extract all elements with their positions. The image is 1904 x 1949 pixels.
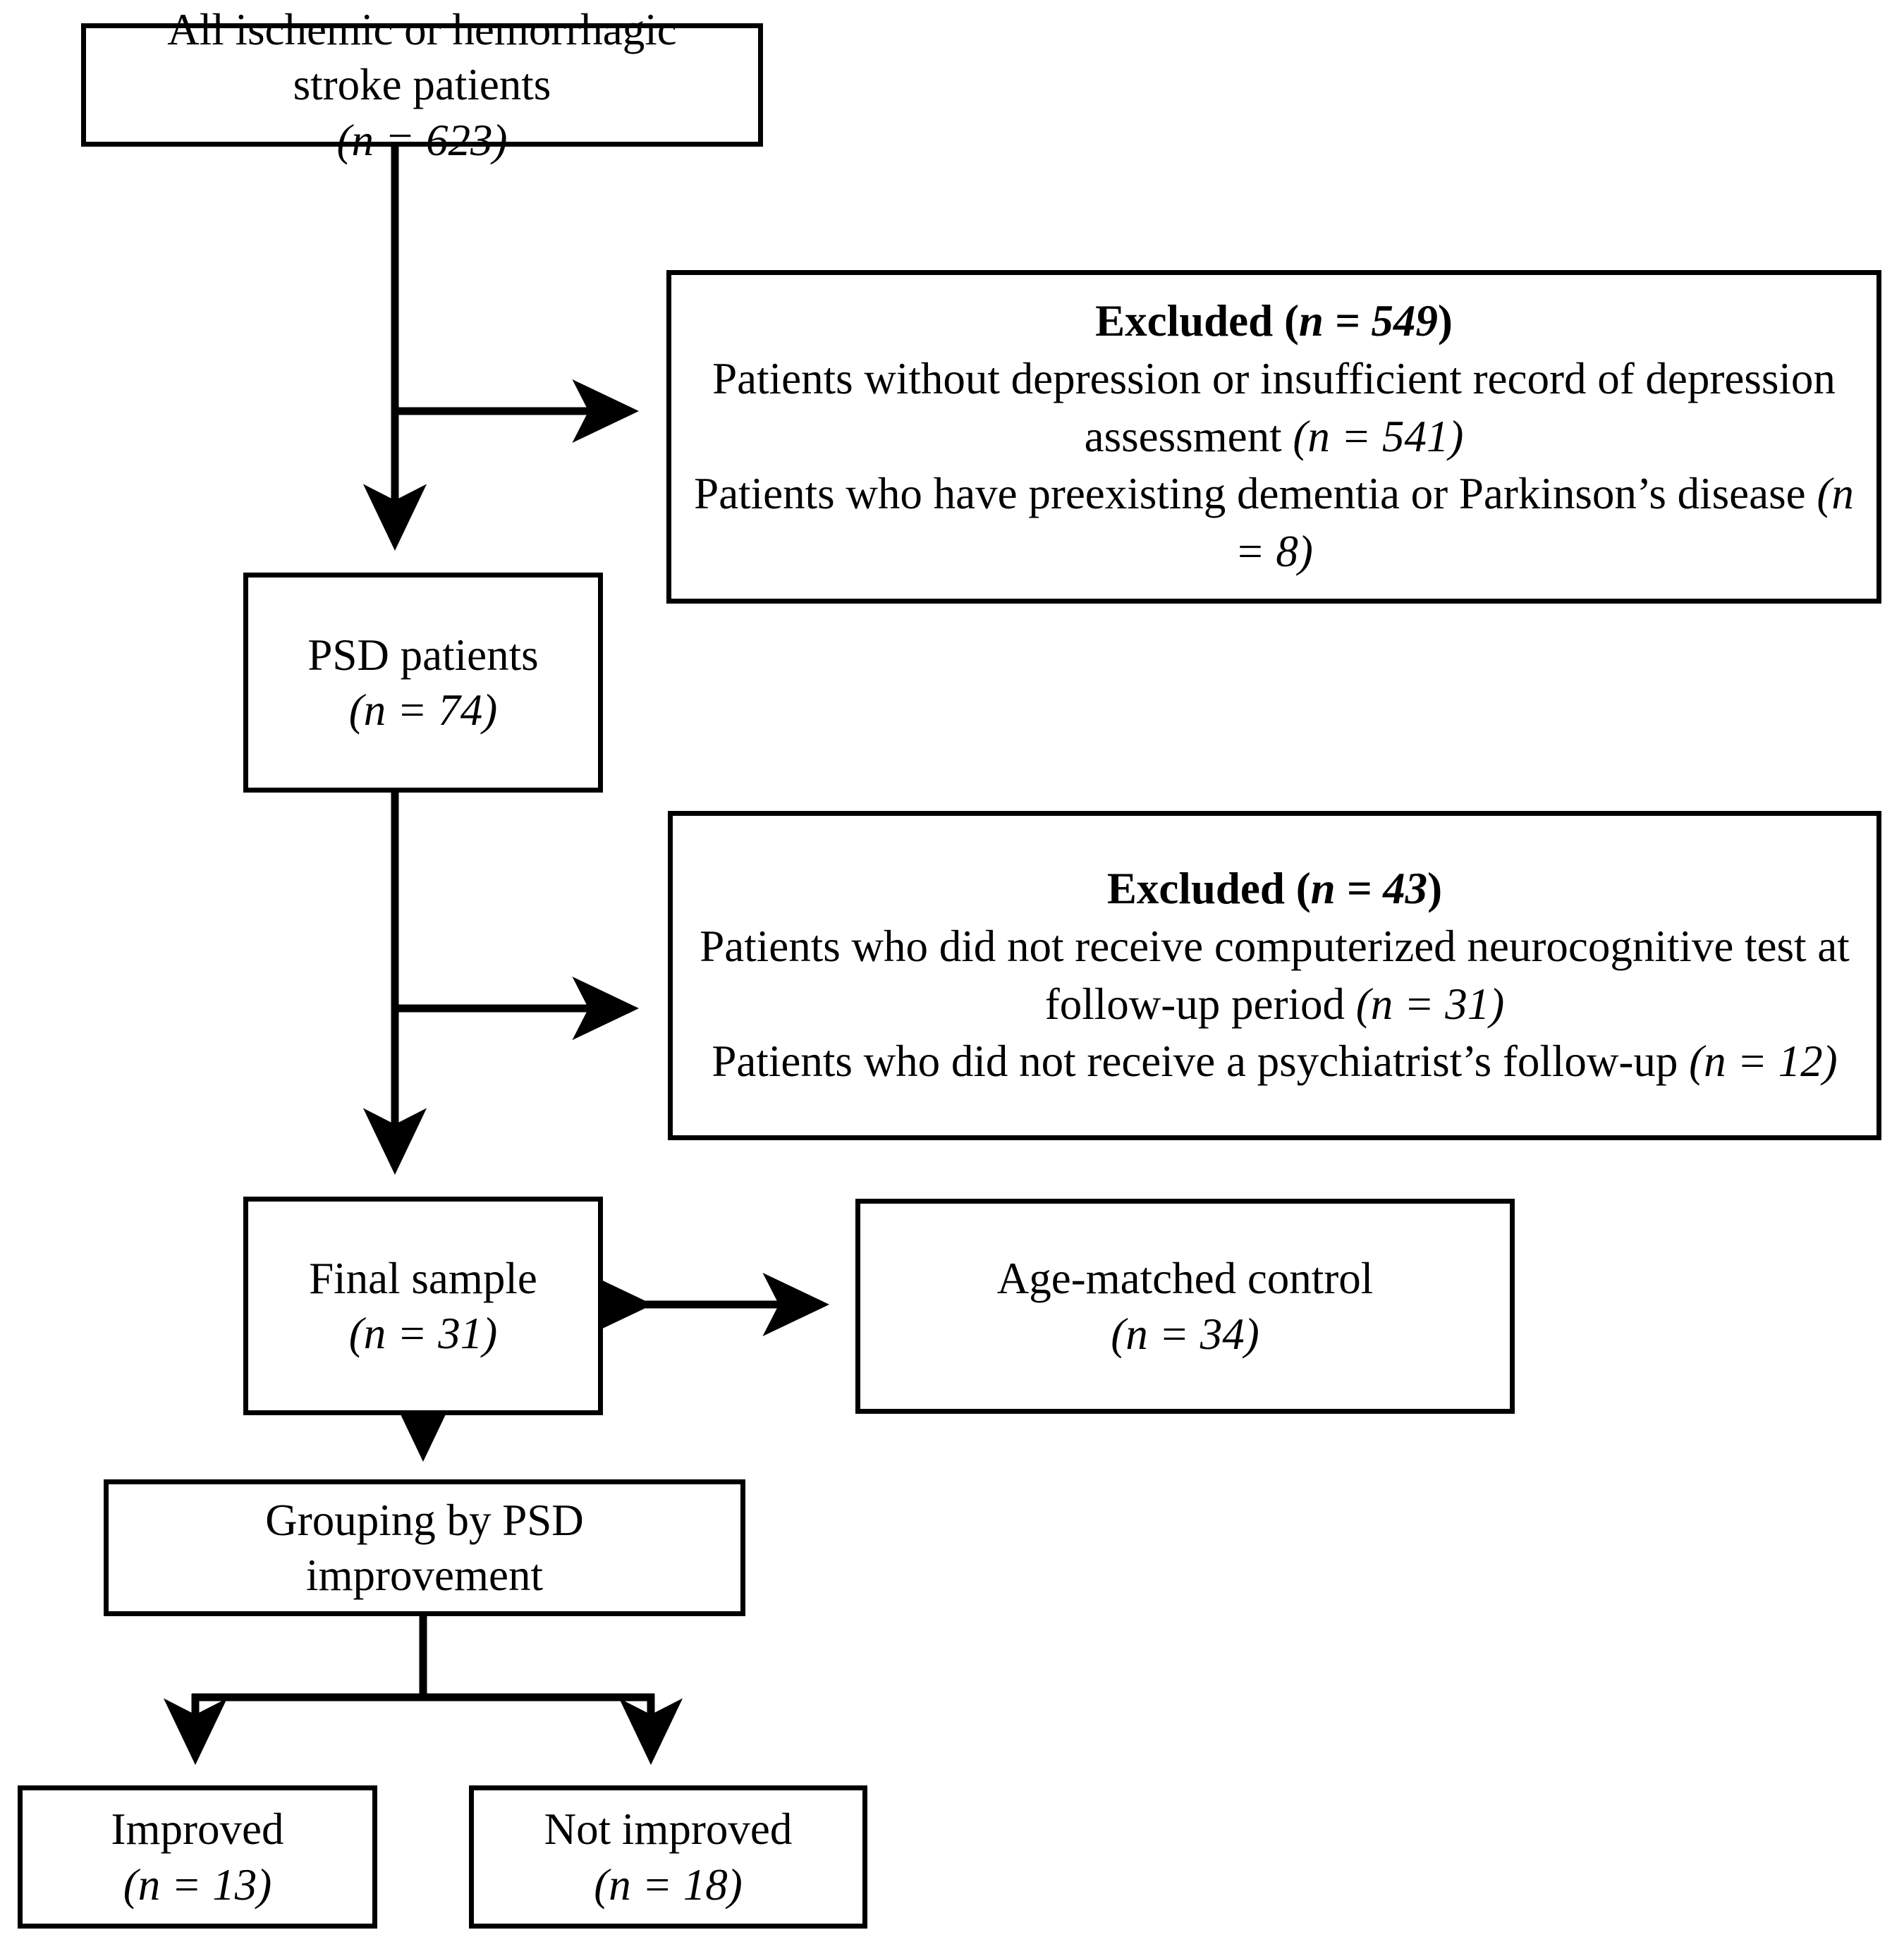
node-not-improved[interactable]: Not improved (n = 18) (469, 1785, 867, 1929)
excluded-1-reason-2: Patients who have preexisting dementia o… (690, 465, 1858, 581)
node-psd-patients[interactable]: PSD patients (n = 74) (243, 573, 603, 793)
improved-n-value: 13 (212, 1859, 257, 1910)
excluded-1-title-paren-close: ) (1437, 295, 1453, 346)
improved-n-symbol: n (138, 1859, 161, 1910)
excluded-1-reason-2-text: Patients who have preexisting dementia o… (694, 469, 1806, 519)
excluded-2-reason-2-paren-open: ( (1689, 1037, 1704, 1087)
node-all-stroke-patients[interactable]: All ischemic or hemorrhagic stroke patie… (81, 5, 763, 165)
excluded-2-reason-1-equals: = (1393, 979, 1446, 1029)
node-age-matched-control[interactable]: Age-matched control (n = 34) (855, 1199, 1515, 1414)
psd-patients-count: (n = 74) (349, 683, 497, 738)
excluded-2-reason-2: Patients who did not receive a psychiatr… (712, 1033, 1837, 1091)
final-sample-n-value: 31 (438, 1309, 483, 1358)
all-stroke-paren-close: ) (492, 115, 508, 165)
excluded-2-title-n-symbol: n (1310, 863, 1336, 913)
excluded-1-reason-1-text: Patients without depression or insuffici… (712, 353, 1836, 461)
age-matched-control-n-symbol: n (1125, 1309, 1148, 1359)
final-sample-paren-open: ( (348, 1309, 364, 1358)
excluded-2-reason-1-value: 31 (1445, 979, 1490, 1029)
node-excluded-1[interactable]: Excluded (n = 549) Patients without depr… (666, 270, 1881, 604)
age-matched-control-line1: Age-matched control (996, 1254, 1374, 1304)
improved-count: (n = 13) (123, 1857, 271, 1912)
final-sample-count: (n = 31) (349, 1306, 497, 1361)
all-stroke-count: (n = 623) (337, 113, 508, 168)
final-sample-line1: Final sample (309, 1253, 537, 1303)
age-matched-control-paren-close: ) (1244, 1309, 1259, 1359)
age-matched-control-n-value: 34 (1200, 1309, 1245, 1359)
excluded-1-reason-2-equals: = (1235, 527, 1276, 577)
excluded-1-title-paren-open: ( (1273, 295, 1299, 346)
grouping-line1: Grouping by PSD (265, 1495, 584, 1545)
improved-paren-close: ) (257, 1859, 272, 1910)
excluded-1-title-value: 549 (1371, 295, 1438, 346)
excluded-1-title-equals: = (1323, 295, 1372, 346)
excluded-2-title: Excluded (n = 43) (1107, 860, 1442, 918)
excluded-2-title-paren-open: ( (1284, 863, 1311, 913)
not-improved-equals: = (630, 1859, 683, 1910)
excluded-1-reason-1-n-symbol: n (1307, 411, 1330, 461)
psd-patients-paren-close: ) (482, 685, 498, 735)
node-grouping-by-psd-improvement[interactable]: Grouping by PSD improvement (104, 1479, 745, 1616)
psd-patients-n-symbol: n (363, 685, 386, 735)
excluded-1-reason-1: Patients without depression or insuffici… (690, 350, 1858, 466)
excluded-2-title-label: Excluded (1106, 863, 1285, 913)
excluded-1-title-n-symbol: n (1298, 295, 1324, 346)
excluded-2-reason-2-equals: = (1726, 1037, 1778, 1087)
excluded-1-reason-2-value: 8 (1276, 527, 1298, 577)
excluded-2-reason-1-paren-close: ) (1489, 979, 1505, 1029)
final-sample-equals: = (386, 1309, 439, 1358)
excluded-1-reason-2-paren-open: ( (1805, 469, 1832, 519)
all-stroke-line2: stroke patients (293, 60, 551, 110)
excluded-2-title-paren-close: ) (1427, 863, 1443, 913)
improved-line1: Improved (111, 1804, 284, 1855)
age-matched-control-equals: = (1147, 1309, 1200, 1359)
age-matched-control-paren-open: ( (1111, 1309, 1126, 1359)
excluded-2-title-equals: = (1335, 863, 1384, 913)
all-stroke-line1: All ischemic or hemorrhagic (167, 5, 677, 55)
all-stroke-n-symbol: n (351, 115, 374, 165)
improved-equals: = (160, 1859, 213, 1910)
not-improved-line1: Not improved (544, 1804, 793, 1855)
psd-patients-n-value: 74 (438, 685, 483, 735)
excluded-2-reason-1-paren-open: ( (1344, 979, 1371, 1029)
node-improved[interactable]: Improved (n = 13) (18, 1785, 377, 1929)
excluded-1-reason-1-paren-close: ) (1448, 411, 1464, 461)
excluded-2-reason-2-text: Patients who did not receive a psychiatr… (712, 1037, 1690, 1087)
final-sample-paren-close: ) (482, 1309, 498, 1358)
psd-patients-paren-open: ( (348, 685, 364, 735)
psd-patients-equals: = (386, 685, 439, 735)
excluded-1-reason-1-equals: = (1329, 411, 1382, 461)
all-stroke-paren-open: ( (336, 115, 352, 165)
node-excluded-2[interactable]: Excluded (n = 43) Patients who did not r… (668, 811, 1881, 1140)
excluded-2-reason-1-text: Patients who did not receive computerize… (700, 921, 1850, 1029)
excluded-2-reason-2-n-symbol: n (1704, 1037, 1726, 1087)
excluded-2-title-value: 43 (1383, 863, 1428, 913)
edge-grouping-split (163, 1616, 683, 1766)
excluded-1-reason-2-n-symbol: n (1831, 469, 1854, 519)
final-sample-n-symbol: n (363, 1309, 386, 1358)
all-stroke-equals: = (373, 115, 426, 165)
age-matched-control-count: (n = 34) (1111, 1307, 1259, 1362)
psd-patients-line1: PSD patients (307, 630, 539, 680)
node-final-sample[interactable]: Final sample (n = 31) (243, 1197, 603, 1415)
excluded-2-reason-1-n-symbol: n (1370, 979, 1393, 1029)
excluded-1-reason-1-value: 541 (1381, 411, 1449, 461)
excluded-2-reason-2-value: 12 (1778, 1037, 1823, 1087)
not-improved-n-symbol: n (609, 1859, 631, 1910)
excluded-2-reason-1: Patients who did not receive computerize… (691, 918, 1858, 1034)
not-improved-count: (n = 18) (594, 1857, 742, 1912)
all-stroke-n-value: 623 (426, 115, 493, 165)
excluded-2-reason-2-paren-close: ) (1822, 1037, 1838, 1087)
excluded-1-title-label: Excluded (1095, 295, 1274, 346)
excluded-1-title: Excluded (n = 549) (1095, 293, 1453, 350)
excluded-1-reason-1-paren-open: ( (1293, 411, 1308, 461)
not-improved-paren-close: ) (727, 1859, 743, 1910)
improved-paren-open: ( (123, 1859, 138, 1910)
grouping-line2: improvement (306, 1551, 543, 1600)
not-improved-paren-open: ( (594, 1859, 609, 1910)
not-improved-n-value: 18 (683, 1859, 728, 1910)
excluded-1-reason-2-paren-close: ) (1298, 527, 1313, 577)
